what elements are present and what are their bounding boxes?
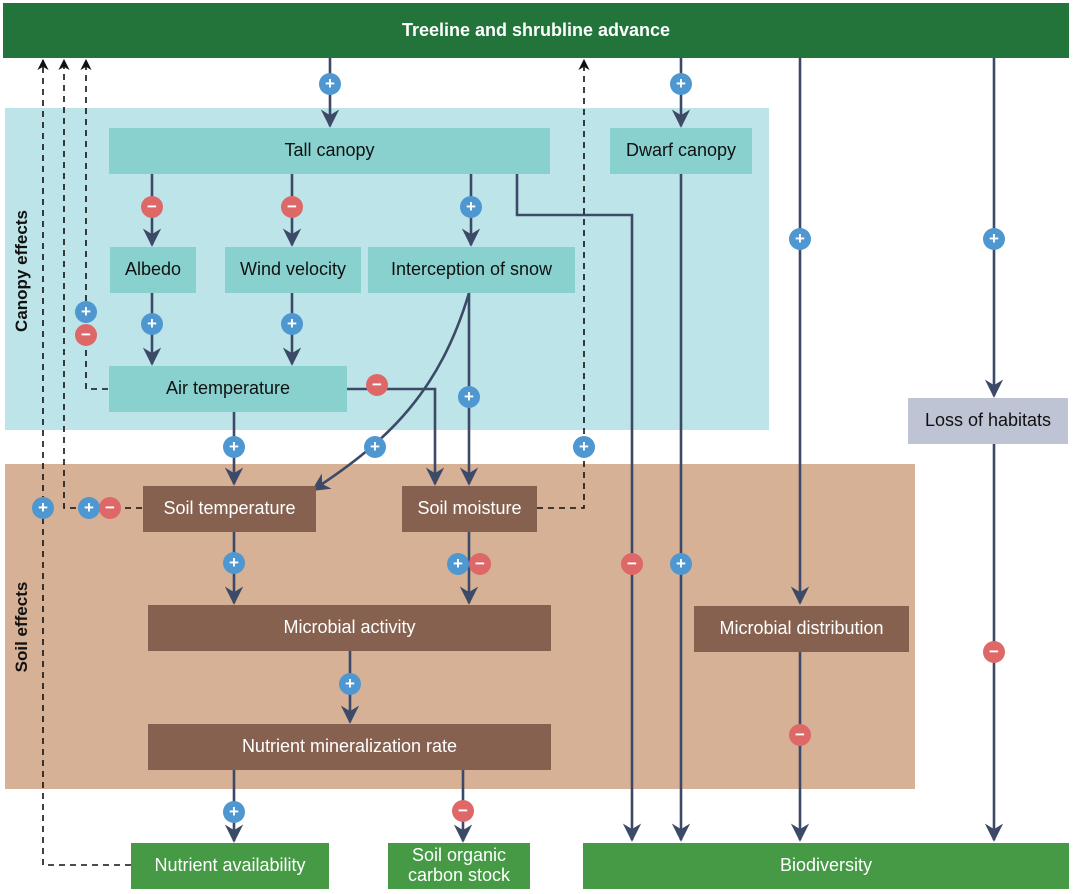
positive-sign-icon: + [78, 497, 100, 519]
positive-sign-icon: + [447, 553, 469, 575]
soil-moisture-node: Soil moisture [402, 486, 537, 532]
positive-sign-icon: + [75, 301, 97, 323]
positive-sign-icon: + [32, 497, 54, 519]
negative-sign-icon: − [75, 324, 97, 346]
negative-sign-icon: − [99, 497, 121, 519]
wind-velocity-node: Wind velocity [225, 247, 361, 293]
positive-sign-icon: + [281, 313, 303, 335]
feedback-air-treeline [80, 58, 108, 390]
negative-sign-icon: − [789, 724, 811, 746]
tall-canopy-node: Tall canopy [109, 128, 550, 174]
positive-sign-icon: + [789, 228, 811, 250]
dwarf-canopy-node: Dwarf canopy [610, 128, 752, 174]
feedback-nutrient-treeline [37, 58, 131, 866]
positive-sign-icon: + [670, 553, 692, 575]
positive-sign-icon: + [460, 196, 482, 218]
edge-snow-soiltemp [311, 292, 471, 492]
feedback-soilmoisture-treeline [537, 58, 590, 509]
negative-sign-icon: − [281, 196, 303, 218]
soil-temperature-node: Soil temperature [143, 486, 316, 532]
soil-organic-carbon-stock-node: Soil organic carbon stock [388, 843, 530, 889]
positive-sign-icon: + [223, 552, 245, 574]
loss-of-habitats-node: Loss of habitats [908, 398, 1068, 444]
positive-sign-icon: + [223, 436, 245, 458]
positive-sign-icon: + [319, 73, 341, 95]
microbial-distribution-node: Microbial distribution [694, 606, 909, 652]
interception-of-snow-node: Interception of snow [368, 247, 575, 293]
microbial-activity-node: Microbial activity [148, 605, 551, 651]
air-temperature-node: Air temperature [109, 366, 347, 412]
nutrient-availability-node: Nutrient availability [131, 843, 329, 889]
negative-sign-icon: − [141, 196, 163, 218]
positive-sign-icon: + [983, 228, 1005, 250]
positive-sign-icon: + [670, 73, 692, 95]
positive-sign-icon: + [339, 673, 361, 695]
negative-sign-icon: − [452, 800, 474, 822]
biodiversity-node: Biodiversity [583, 843, 1069, 889]
nutrient-mineralization-rate-node: Nutrient mineralization rate [148, 724, 551, 770]
negative-sign-icon: − [366, 374, 388, 396]
albedo-node: Albedo [110, 247, 196, 293]
positive-sign-icon: + [573, 436, 595, 458]
positive-sign-icon: + [364, 436, 386, 458]
edge-tall-biodiversity [515, 174, 642, 842]
treeline-advance-node: Treeline and shrubline advance [3, 3, 1069, 58]
positive-sign-icon: + [141, 313, 163, 335]
negative-sign-icon: − [983, 641, 1005, 663]
negative-sign-icon: − [621, 553, 643, 575]
positive-sign-icon: + [223, 801, 245, 823]
edge-air-soilmoisture [347, 387, 445, 486]
positive-sign-icon: + [458, 386, 480, 408]
negative-sign-icon: − [469, 553, 491, 575]
